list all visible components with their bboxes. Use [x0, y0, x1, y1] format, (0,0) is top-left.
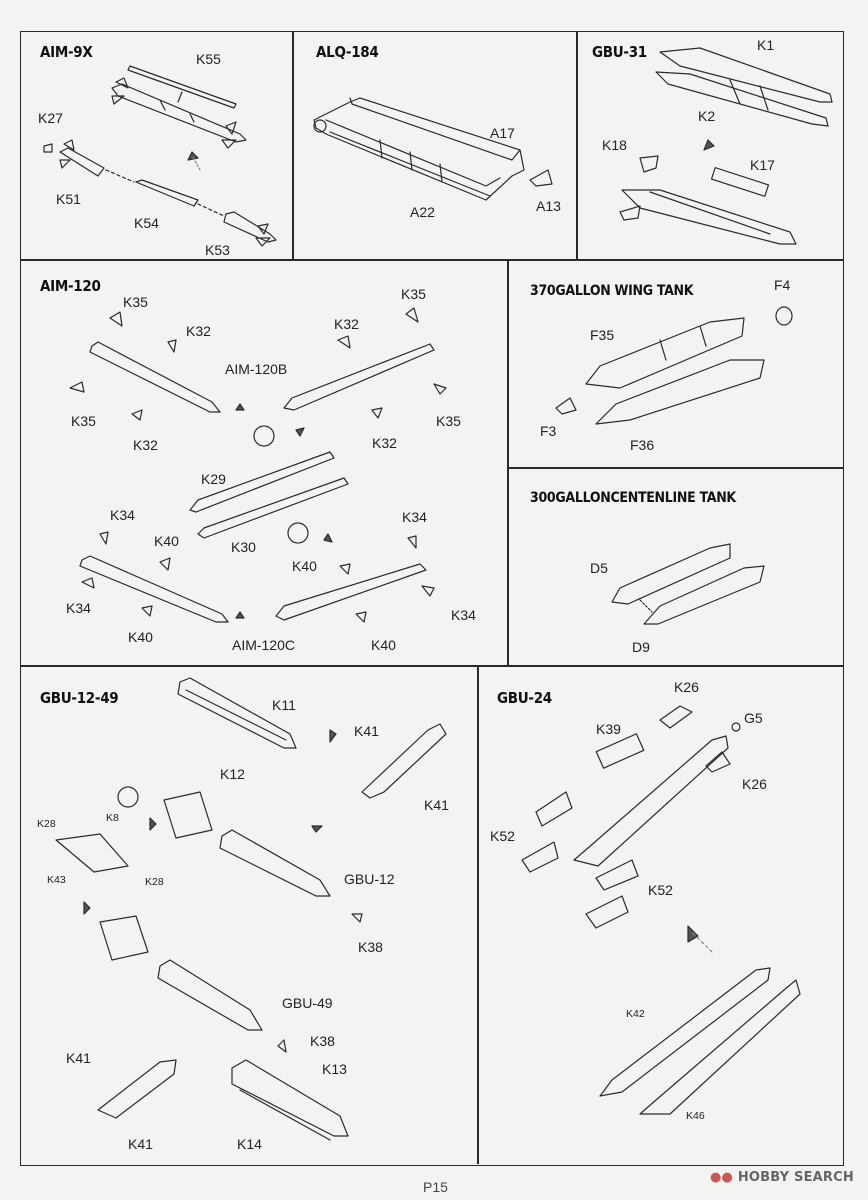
- part-label: F3: [540, 423, 557, 439]
- part-label: F36: [630, 437, 655, 453]
- part-label: K8: [106, 812, 119, 824]
- part-label: K26: [674, 679, 699, 695]
- part-label: K35: [436, 413, 461, 429]
- part-label: K55: [196, 51, 221, 67]
- part-label: K43: [47, 874, 66, 886]
- divider: [477, 665, 479, 1164]
- part-label: K13: [322, 1061, 347, 1077]
- model-label-aim120c: AIM-120C: [232, 637, 296, 653]
- part-label: K52: [648, 882, 673, 898]
- part-label: K34: [66, 600, 91, 616]
- part-label: K29: [201, 471, 226, 487]
- section-title-centerline-tank: 300GALLONCENTENLINE TANK: [530, 490, 736, 506]
- gbu24-parts: [521, 705, 801, 1115]
- part-label: K26: [742, 776, 767, 792]
- part-label: D9: [632, 639, 650, 655]
- part-label: K12: [220, 766, 245, 782]
- part-label: K35: [71, 413, 96, 429]
- part-label: K41: [424, 797, 449, 813]
- part-label: K38: [310, 1033, 335, 1049]
- part-label: K17: [750, 157, 775, 173]
- gbu31-halves: [619, 47, 833, 245]
- part-label: K35: [123, 294, 148, 310]
- part-label: K53: [205, 242, 230, 258]
- section-title-aim120: AIM-120: [40, 277, 101, 295]
- section-title-aim9x: AIM-9X: [40, 43, 93, 61]
- part-label: K32: [372, 435, 397, 451]
- part-label: K39: [596, 721, 621, 737]
- part-label: K32: [334, 316, 359, 332]
- section-title-gbu24: GBU-24: [497, 689, 552, 707]
- alq184-pod: [313, 97, 553, 201]
- part-label: K40: [154, 533, 179, 549]
- aim120-missiles: [69, 307, 447, 623]
- part-label: K41: [354, 723, 379, 739]
- part-label: K28: [37, 818, 56, 830]
- part-label: K35: [401, 286, 426, 302]
- part-label: K32: [133, 437, 158, 453]
- divider: [507, 259, 509, 666]
- centerline-tank: [611, 543, 765, 625]
- section-title-gbu31: GBU-31: [592, 43, 647, 61]
- part-label: F4: [774, 277, 791, 293]
- part-label: K28: [145, 876, 164, 888]
- part-label: K41: [66, 1050, 91, 1066]
- leader-line: [177, 91, 183, 103]
- part-label: K40: [128, 629, 153, 645]
- part-label: F35: [590, 327, 615, 343]
- part-label: K30: [231, 539, 256, 555]
- part-label: K38: [358, 939, 383, 955]
- rail-k55: [127, 65, 237, 109]
- model-label-aim120b: AIM-120B: [225, 361, 288, 377]
- part-label: K11: [272, 697, 296, 713]
- page-number: P15: [423, 1179, 448, 1195]
- gbu12-49-parts: [55, 677, 447, 1141]
- part-label: K32: [186, 323, 211, 339]
- divider: [507, 467, 843, 469]
- part-label: K34: [451, 607, 476, 623]
- part-label: D5: [590, 560, 608, 576]
- part-label: A22: [410, 204, 435, 220]
- page-frame: [20, 31, 844, 1166]
- section-title-alq184: ALQ-184: [316, 43, 379, 61]
- part-label: K1: [757, 37, 775, 53]
- part-label: K40: [292, 558, 317, 574]
- section-title-gbu12-49: GBU-12-49: [40, 689, 119, 707]
- part-label: K52: [490, 828, 515, 844]
- part-label: K51: [56, 191, 81, 207]
- part-label: K46: [686, 1110, 705, 1122]
- part-label: K34: [110, 507, 135, 523]
- wing-tank: [555, 306, 793, 425]
- watermark-icon: ●●: [710, 1170, 734, 1185]
- part-label: K34: [402, 509, 427, 525]
- part-label: A13: [536, 198, 561, 214]
- divider: [292, 31, 294, 260]
- part-label: G5: [744, 710, 763, 726]
- aim9x-missile-exploded: [43, 139, 277, 247]
- model-label-gbu12: GBU-12: [344, 871, 395, 887]
- section-title-wing-tank: 370GALLON WING TANK: [530, 283, 694, 299]
- watermark-text: HOBBY SEARCH: [737, 1170, 854, 1185]
- part-label: K54: [134, 215, 159, 231]
- divider: [576, 31, 578, 260]
- part-label: K42: [626, 1008, 645, 1020]
- part-label: K2: [698, 108, 716, 124]
- part-label: K14: [237, 1136, 262, 1152]
- divider: [20, 259, 843, 261]
- nose-cap-a13: [529, 169, 553, 187]
- arrow-icon: [187, 151, 199, 161]
- part-label: K40: [371, 637, 396, 653]
- watermark: ●● HOBBY SEARCH: [710, 1170, 854, 1185]
- part-label: K41: [128, 1136, 153, 1152]
- part-label: K18: [602, 137, 627, 153]
- aim9x-missile-assembled: [111, 77, 247, 149]
- part-label: K27: [38, 110, 63, 126]
- part-label: A17: [490, 125, 515, 141]
- model-label-gbu49: GBU-49: [282, 995, 333, 1011]
- divider: [20, 665, 843, 667]
